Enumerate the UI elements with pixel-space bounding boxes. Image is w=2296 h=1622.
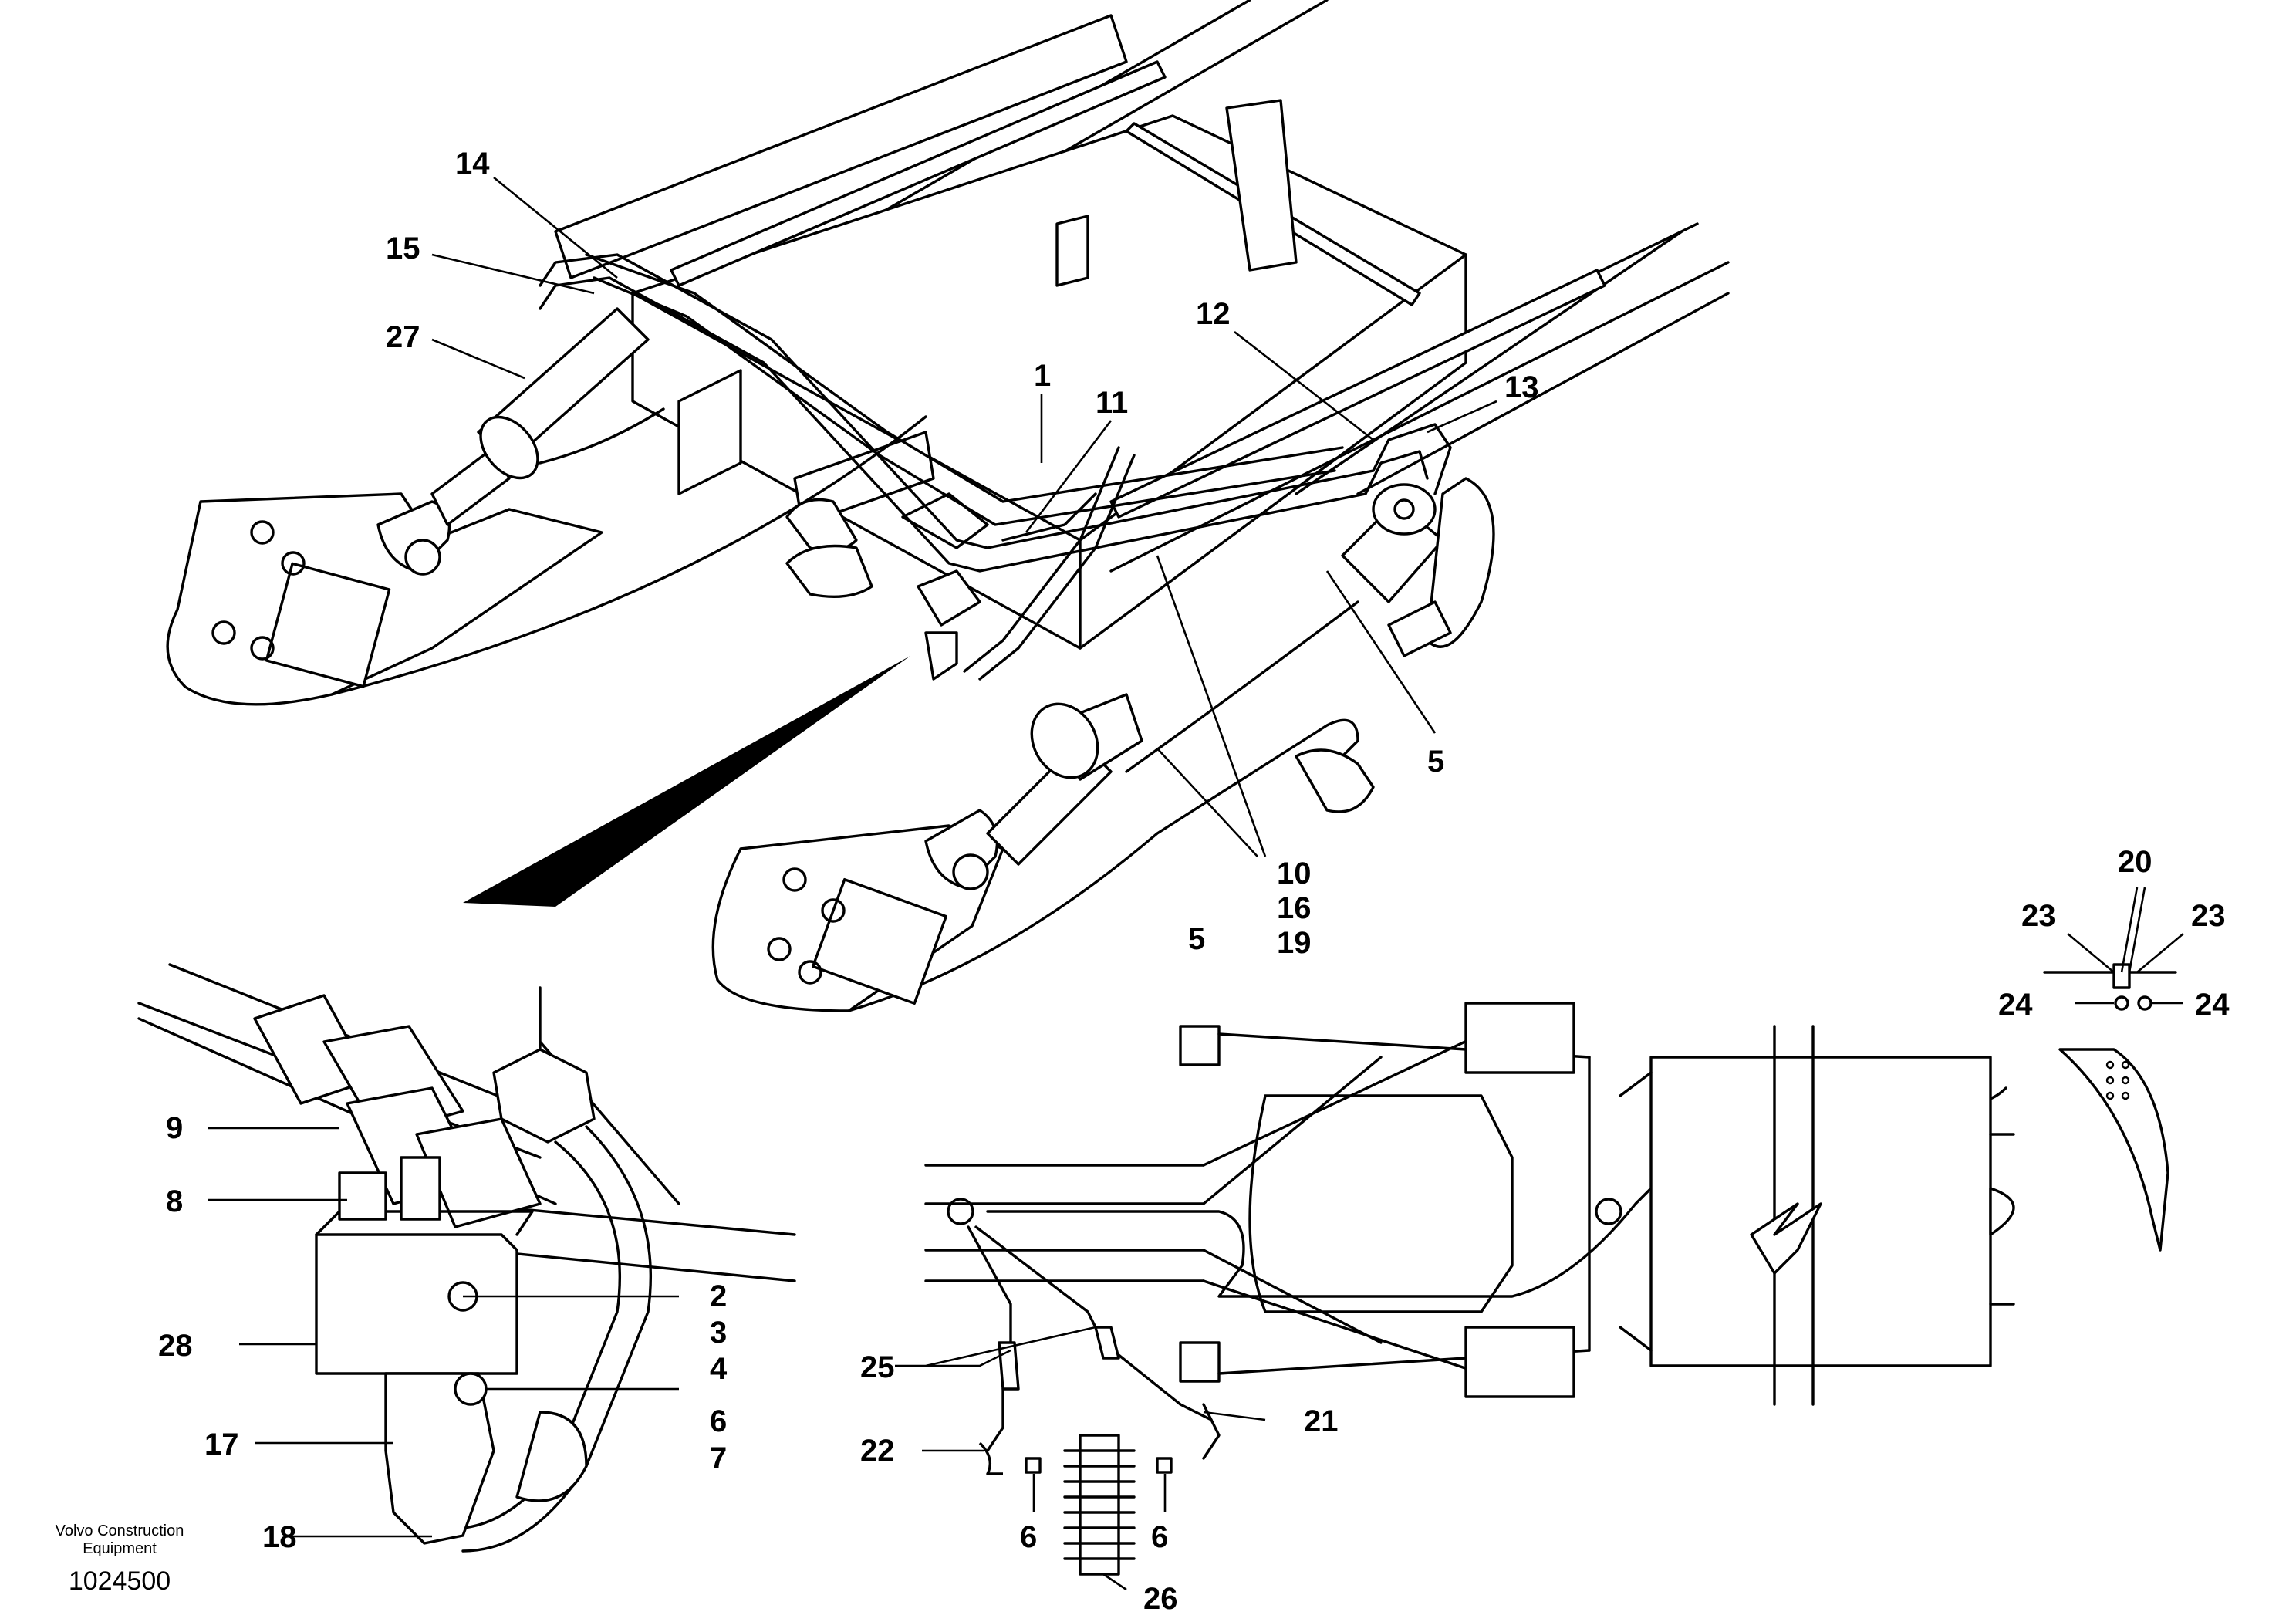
callout-26: 26 — [1143, 1582, 1178, 1616]
callout-16: 16 — [1277, 891, 1312, 925]
callout-25: 25 — [860, 1350, 895, 1384]
callout-6-right: 6 — [1151, 1520, 1168, 1554]
detail-pointer-wedge — [463, 656, 910, 907]
callout-24-right: 24 — [2195, 988, 2230, 1022]
callout-12: 12 — [1196, 297, 1231, 331]
figure-number: 1024500 — [69, 1566, 171, 1596]
leader-lines — [208, 176, 2184, 1591]
callout-23-left: 23 — [2021, 899, 2056, 933]
right-outrigger — [711, 718, 1375, 1012]
callout-23-right: 23 — [2191, 899, 2226, 933]
callout-15: 15 — [386, 231, 420, 265]
callout-20: 20 — [2118, 845, 2152, 879]
callout-24-left: 24 — [1998, 988, 2033, 1022]
callout-9: 9 — [166, 1111, 183, 1145]
main-assembly-view — [166, 0, 1730, 1012]
callout-18: 18 — [262, 1520, 297, 1554]
callout-22: 22 — [860, 1434, 895, 1468]
callout-6-detail: 6 — [710, 1404, 727, 1438]
callout-10: 10 — [1277, 857, 1312, 890]
left-hydraulic-cylinder — [430, 307, 665, 526]
publisher-line-2: Equipment — [83, 1540, 157, 1557]
callout-2: 2 — [710, 1279, 727, 1313]
grease-nipple-detail — [2043, 963, 2177, 1252]
transverse-frame — [554, 14, 1467, 650]
callout-1: 1 — [1034, 359, 1051, 393]
callout-27: 27 — [386, 320, 420, 354]
callout-14: 14 — [455, 147, 490, 181]
callout-11: 11 — [1096, 386, 1128, 420]
callout-8: 8 — [166, 1184, 183, 1218]
callout-21: 21 — [1304, 1404, 1339, 1438]
callout-4: 4 — [710, 1352, 728, 1386]
hydraulic-hoses — [539, 253, 1452, 681]
figure-credit: Volvo Construction Equipment 1024500 — [56, 1522, 184, 1596]
callout-5-upper: 5 — [1427, 745, 1444, 779]
right-hydraulic-cylinder — [986, 600, 1359, 866]
left-outrigger — [166, 415, 927, 706]
central-valve-block — [785, 492, 989, 681]
callout-28: 28 — [158, 1329, 193, 1363]
rear-right-cylinder — [1341, 477, 1495, 657]
callout-labels: 1 11 12 13 14 15 27 5 5 10 16 19 9 8 28 … — [158, 147, 2230, 1616]
plan-view — [924, 1002, 2015, 1576]
callout-19: 19 — [1277, 926, 1312, 960]
callout-6-left: 6 — [1020, 1520, 1037, 1554]
callout-3: 3 — [710, 1316, 727, 1350]
callout-5-lower: 5 — [1188, 922, 1205, 956]
callout-7: 7 — [710, 1441, 727, 1475]
callout-13: 13 — [1504, 370, 1539, 404]
valve-detail-view — [137, 963, 796, 1553]
callout-17: 17 — [204, 1428, 239, 1461]
publisher-line-1: Volvo Construction — [56, 1522, 184, 1539]
cross-bars — [670, 60, 1606, 519]
